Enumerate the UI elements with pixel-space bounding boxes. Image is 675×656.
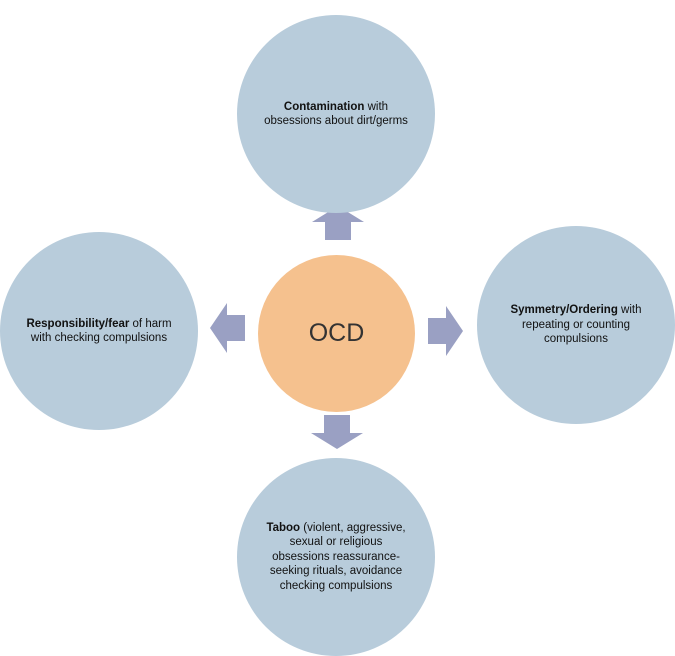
node-contamination-title: Contamination [283, 100, 365, 113]
node-contamination-description: with obsessions about dirt/germs [264, 100, 408, 128]
node-symmetry-ordering-description: with repeating or counting compulsions [521, 304, 642, 346]
node-taboo-text: Taboo (violent, aggressive, sexual or re… [261, 521, 411, 594]
node-symmetry-ordering-title: Symmetry/Ordering [510, 304, 618, 317]
node-symmetry-ordering-text: Symmetry/Ordering with repeating or coun… [501, 303, 651, 347]
arrow-right [428, 306, 463, 356]
arrow-down [311, 415, 363, 449]
arrow-up [312, 206, 364, 240]
node-responsibility-fear-title: Responsibility/fear [26, 317, 130, 330]
node-responsibility-fear-text: Responsibility/fear of harm with checkin… [19, 317, 179, 346]
node-responsibility-fear-description: of harm with checking compulsions [30, 317, 172, 345]
node-responsibility-fear: Responsibility/fear of harm with checkin… [0, 232, 198, 430]
center-node-ocd: OCD [258, 255, 415, 412]
node-taboo-title: Taboo [266, 521, 301, 534]
node-contamination-text: Contamination with obsessions about dirt… [261, 100, 411, 129]
center-label: OCD [308, 319, 365, 347]
node-contamination: Contamination with obsessions about dirt… [237, 15, 435, 213]
node-taboo-description: (violent, aggressive, sexual or religiou… [269, 521, 406, 592]
node-taboo: Taboo (violent, aggressive, sexual or re… [237, 458, 435, 656]
arrow-left [210, 303, 245, 353]
node-symmetry-ordering: Symmetry/Ordering with repeating or coun… [477, 226, 675, 424]
